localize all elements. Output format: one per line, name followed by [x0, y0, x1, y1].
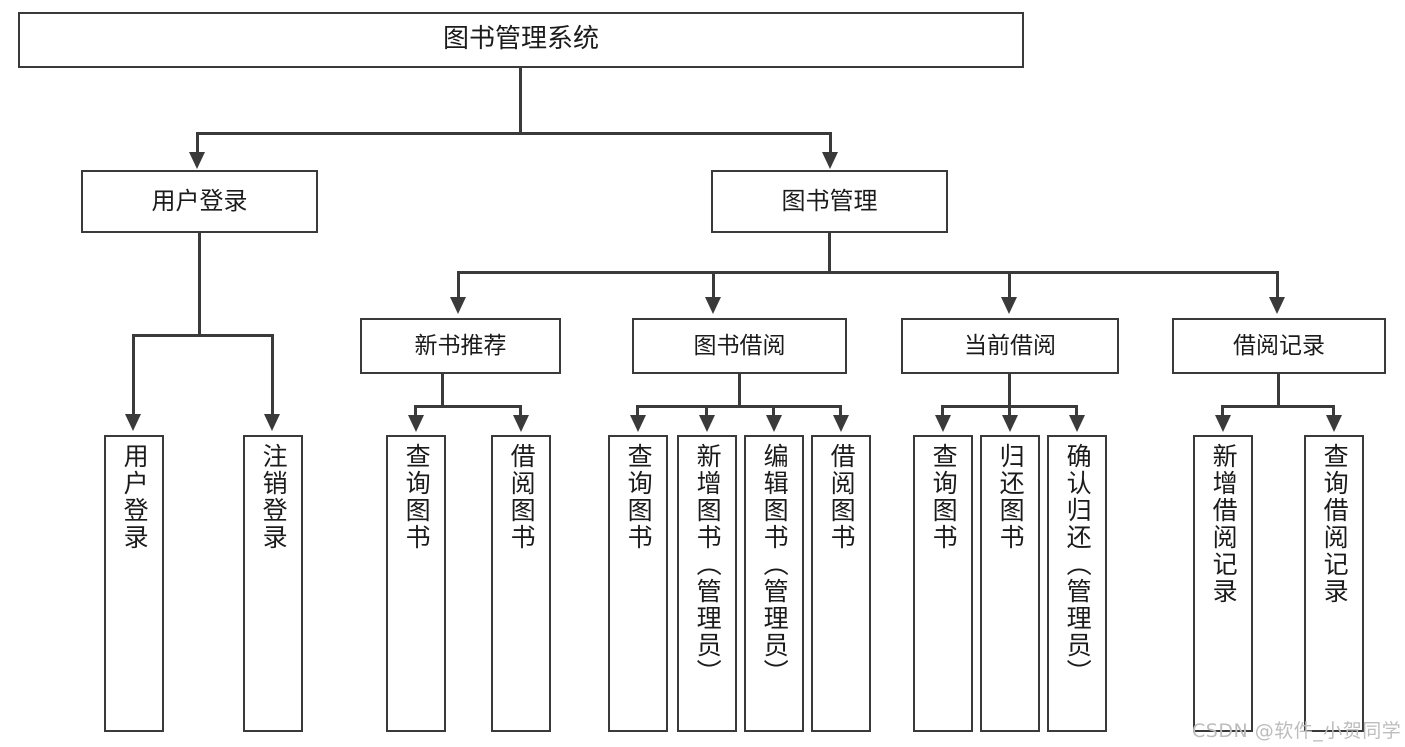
- connector-book-borrow-bus: [636, 405, 842, 408]
- node-label: 借阅图书: [827, 443, 857, 551]
- connector-borrow-record-bus: [1221, 405, 1335, 408]
- node-label: 新书推荐: [414, 332, 507, 359]
- connector-to-new-book: [457, 271, 460, 301]
- arrow-to-current-borrow: [1001, 297, 1017, 314]
- arrow-to-user-login: [189, 152, 205, 169]
- connector-new-book-leaf-1: [414, 405, 417, 419]
- leaf-return-book[interactable]: 归还图书: [980, 435, 1040, 732]
- connector-user-login-stem: [198, 233, 201, 337]
- connector-root-stem: [519, 68, 522, 134]
- arrow-new-book-leaf-2: [513, 415, 529, 432]
- leaf-book-borrow-action[interactable]: 借阅图书: [811, 435, 871, 732]
- arrow-to-new-book: [450, 297, 466, 314]
- connector-borrow-record-stem: [1277, 374, 1280, 408]
- connector-level2-bus: [457, 271, 1279, 274]
- node-label: 注销登录: [259, 443, 289, 551]
- connector-to-current-borrow: [1008, 271, 1011, 301]
- leaf-current-borrow-query[interactable]: 查询图书: [913, 435, 973, 732]
- leaf-add-borrow-record[interactable]: 新增借阅记录: [1193, 435, 1253, 732]
- arrow-current-borrow-leaf-2: [1002, 415, 1018, 432]
- connector-user-login-leaf-2: [271, 334, 274, 418]
- arrow-book-borrow-leaf-2: [699, 415, 715, 432]
- connector-to-book-borrow: [712, 271, 715, 301]
- node-label: 图书管理: [781, 186, 878, 215]
- leaf-book-edit-admin[interactable]: 编辑图书（管理员）: [744, 435, 804, 732]
- arrow-borrow-record-leaf-2: [1326, 415, 1342, 432]
- arrow-new-book-leaf-1: [408, 415, 424, 432]
- leaf-new-book-query[interactable]: 查询图书: [386, 435, 446, 732]
- arrow-user-login-leaf-2: [264, 414, 280, 431]
- node-label: 查询图书: [929, 443, 959, 551]
- connector-book-borrow-leaf-3: [772, 405, 775, 419]
- node-current-borrow[interactable]: 当前借阅: [901, 318, 1119, 374]
- connector-book-borrow-leaf-1: [636, 405, 639, 419]
- arrow-book-borrow-leaf-1: [630, 415, 646, 432]
- arrow-current-borrow-leaf-3: [1069, 415, 1085, 432]
- node-label: 借阅图书: [507, 443, 537, 551]
- node-user-login[interactable]: 用户登录: [81, 170, 318, 233]
- arrow-current-borrow-leaf-1: [935, 415, 951, 432]
- leaf-query-borrow-record[interactable]: 查询借阅记录: [1304, 435, 1364, 732]
- leaf-new-book-borrow[interactable]: 借阅图书: [491, 435, 551, 732]
- connector-book-borrow-stem: [738, 374, 741, 408]
- node-label: 图书管理系统: [442, 24, 599, 55]
- connector-current-borrow-stem: [1008, 374, 1011, 408]
- node-book-manage[interactable]: 图书管理: [711, 170, 948, 233]
- node-borrow-record[interactable]: 借阅记录: [1172, 318, 1386, 374]
- leaf-book-borrow-query[interactable]: 查询图书: [608, 435, 668, 732]
- connector-book-manage-stem: [828, 233, 831, 274]
- leaf-book-add-admin[interactable]: 新增图书（管理员）: [677, 435, 737, 732]
- connector-to-borrow-record: [1276, 271, 1279, 301]
- node-label: 归还图书: [996, 443, 1026, 551]
- arrow-to-borrow-record: [1269, 297, 1285, 314]
- leaf-logout[interactable]: 注销登录: [243, 435, 303, 732]
- node-label: 用户登录: [120, 443, 150, 551]
- connector-borrow-record-leaf-1: [1221, 405, 1224, 419]
- connector-new-book-bus: [414, 405, 522, 408]
- connector-to-book-manage: [829, 132, 832, 156]
- node-label: 查询借阅记录: [1320, 443, 1350, 605]
- connector-new-book-leaf-2: [519, 405, 522, 419]
- connector-new-book-stem: [441, 374, 444, 408]
- node-book-borrow[interactable]: 图书借阅: [632, 318, 847, 374]
- connector-book-borrow-leaf-4: [839, 405, 842, 419]
- leaf-user-login[interactable]: 用户登录: [104, 435, 164, 732]
- connector-user-login-bus: [132, 334, 274, 337]
- arrow-user-login-leaf-1: [125, 414, 141, 431]
- node-label: 新增借阅记录: [1209, 443, 1239, 605]
- arrow-to-book-borrow: [705, 297, 721, 314]
- connector-current-borrow-leaf-3: [1075, 405, 1078, 419]
- connector-borrow-record-leaf-2: [1332, 405, 1335, 419]
- node-new-book-recommend[interactable]: 新书推荐: [360, 318, 561, 374]
- node-label: 图书借阅: [693, 332, 786, 359]
- connector-book-borrow-leaf-2: [705, 405, 708, 419]
- arrow-book-borrow-leaf-4: [833, 415, 849, 432]
- connector-user-login-leaf-1: [132, 334, 135, 418]
- connector-current-borrow-leaf-1: [941, 405, 944, 419]
- node-label: 确认归还（管理员）: [1063, 443, 1093, 686]
- node-label: 查询图书: [624, 443, 654, 551]
- arrow-to-book-manage: [822, 152, 838, 169]
- node-label: 新增图书（管理员）: [693, 443, 723, 686]
- connector-current-borrow-leaf-2: [1008, 405, 1011, 419]
- node-root-system[interactable]: 图书管理系统: [18, 12, 1024, 68]
- arrow-book-borrow-leaf-3: [766, 415, 782, 432]
- node-label: 借阅记录: [1233, 332, 1325, 359]
- arrow-borrow-record-leaf-1: [1215, 415, 1231, 432]
- connector-to-user-login: [196, 132, 199, 156]
- node-label: 用户登录: [151, 186, 248, 215]
- node-label: 编辑图书（管理员）: [760, 443, 790, 686]
- leaf-confirm-return-admin[interactable]: 确认归还（管理员）: [1047, 435, 1107, 732]
- connector-root-bus: [196, 132, 832, 135]
- node-label: 查询图书: [402, 443, 432, 551]
- node-label: 当前借阅: [964, 332, 1056, 359]
